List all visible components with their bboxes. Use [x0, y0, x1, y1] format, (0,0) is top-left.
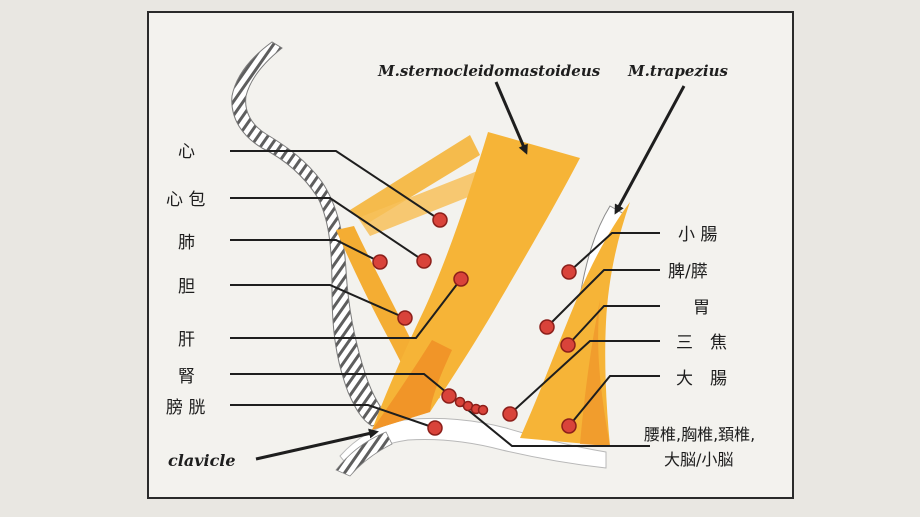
point-pericardium [416, 253, 432, 269]
leader-triple-burner [509, 340, 660, 415]
acupoints [372, 212, 577, 436]
right-labels: 小 腸 脾/膵 胃 三 焦 大 腸 腰椎,胸椎,頚椎, 大脳/小脳 [644, 225, 755, 469]
label-pericardium: 心 包 [166, 190, 205, 210]
scalene-band-upper [350, 135, 480, 225]
label-scm: M.sternocleidomastoideus [377, 62, 601, 80]
point-heart [432, 212, 448, 228]
point-lung [372, 254, 388, 270]
label-lung: 肺 [178, 233, 195, 253]
point-kidney [441, 388, 457, 404]
leader-lung [230, 239, 381, 263]
point-bladder [427, 420, 443, 436]
point-stomach [560, 337, 576, 353]
scalene-band-lower [358, 170, 486, 236]
clavicle-hatch [335, 431, 393, 477]
trapezius-shade [580, 300, 610, 446]
label-triple-burner: 三 焦 [676, 333, 727, 353]
leader-lines [230, 150, 660, 447]
leader-heart [230, 150, 441, 221]
leader-stomach [567, 305, 660, 346]
label-spleen-pancreas: 脾/膵 [668, 262, 708, 282]
leader-large-intestine [568, 375, 660, 427]
label-spine-line2: 大脳/小脳 [664, 450, 733, 469]
label-trapezius: M.trapezius [627, 62, 729, 80]
point-gallbladder [397, 310, 413, 326]
leader-bladder [230, 404, 436, 429]
scm-arrow [494, 81, 528, 155]
clavicle-arrow [255, 428, 379, 461]
leader-gallbladder [230, 284, 406, 319]
label-liver: 肝 [178, 330, 195, 350]
trapezius-arrow [614, 85, 686, 215]
point-spleen [539, 319, 555, 335]
left-labels: 心 心 包 肺 胆 肝 腎 膀 胱 [166, 142, 205, 418]
sternocleidomastoid-shade [372, 340, 452, 430]
label-small-intestine: 小 腸 [678, 225, 717, 245]
label-large-intestine: 大 腸 [676, 369, 727, 389]
point-large-intestine [561, 418, 577, 434]
point-small-intestine [561, 264, 577, 280]
label-gallbladder: 胆 [178, 277, 195, 297]
label-spine-line1: 腰椎,胸椎,頚椎, [644, 425, 755, 444]
leader-liver [230, 278, 462, 339]
label-heart: 心 [178, 142, 195, 162]
label-bladder: 膀 胱 [166, 398, 205, 418]
label-kidney: 腎 [178, 367, 195, 387]
label-clavicle: clavicle [168, 451, 236, 470]
leader-small-intestine [568, 232, 660, 273]
leader-pericardium [230, 197, 425, 262]
point-triple-burner [502, 406, 518, 422]
point-liver [453, 271, 469, 287]
neck-contour [231, 41, 391, 427]
label-stomach: 胃 [693, 298, 710, 318]
leader-spleen [546, 269, 660, 328]
point-spine-1 [454, 396, 466, 408]
point-spine-4 [477, 404, 489, 416]
